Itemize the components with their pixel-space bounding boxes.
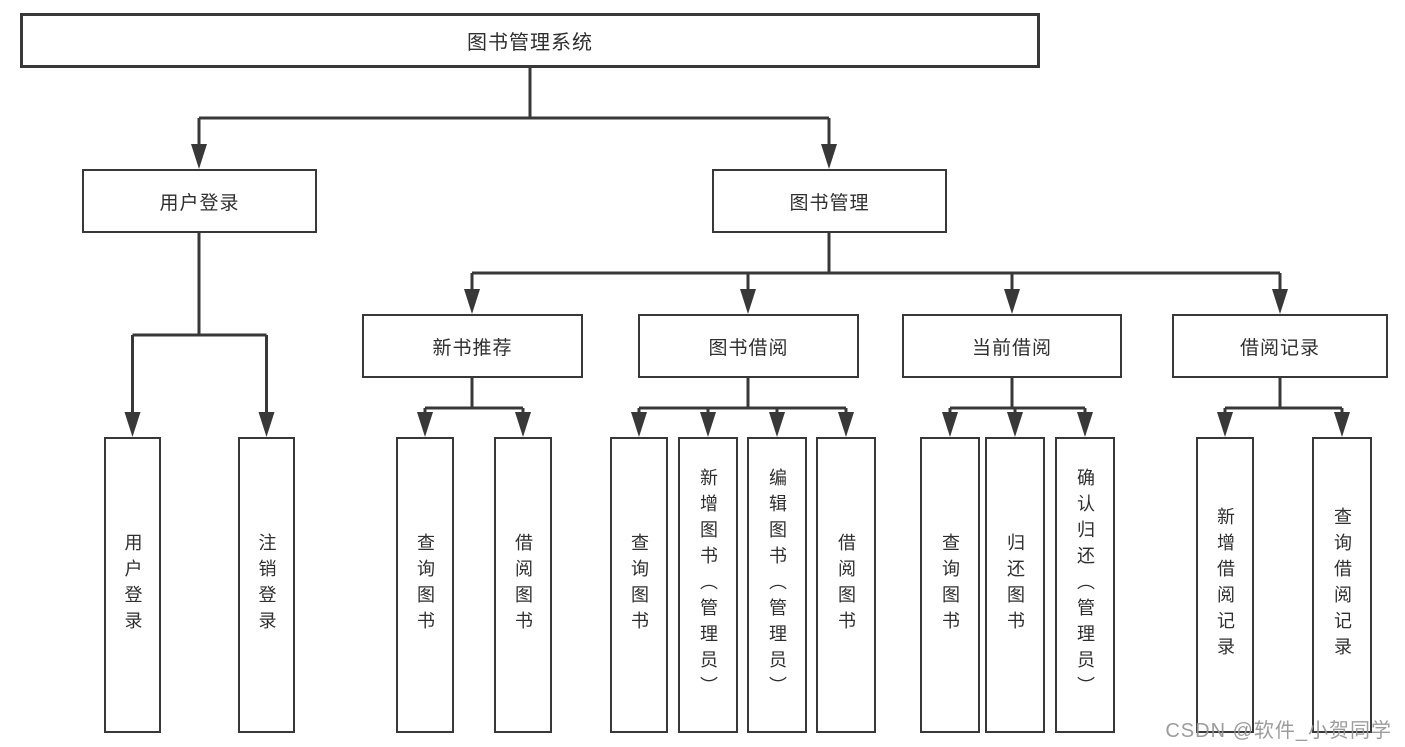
arrowhead (1077, 412, 1093, 437)
arrowheads (124, 144, 1350, 437)
arrowhead (740, 289, 756, 314)
arrowhead (1272, 289, 1288, 314)
arrowhead (942, 412, 958, 437)
node-current-borrow: 当前借阅 (902, 314, 1122, 378)
leaf-borrow-book-newbook: 借阅图书 (494, 437, 552, 733)
node-book-management: 图书管理 (712, 169, 947, 233)
leaf-confirm-return-admin: 确认归还（管理员） (1055, 437, 1115, 733)
leaf-add-book-admin: 新增图书（管理员） (678, 437, 738, 733)
arrowhead (769, 412, 785, 437)
arrowhead (1217, 412, 1233, 437)
arrowhead (464, 289, 480, 314)
node-borrow-records: 借阅记录 (1172, 314, 1388, 378)
leaf-query-book-current: 查询图书 (920, 437, 980, 733)
arrowhead (1007, 412, 1023, 437)
arrowhead (821, 144, 837, 169)
leaf-return-book: 归还图书 (985, 437, 1045, 733)
leaf-user-login: 用户登录 (104, 437, 161, 733)
arrowhead (417, 412, 433, 437)
arrowhead (631, 412, 647, 437)
leaf-query-book-borrow: 查询图书 (610, 437, 668, 733)
arrowhead (1334, 412, 1350, 437)
leaf-borrow-book: 借阅图书 (816, 437, 876, 733)
leaf-edit-book-admin: 编辑图书（管理员） (747, 437, 807, 733)
arrowhead (838, 412, 854, 437)
arrowhead (700, 412, 716, 437)
arrowhead (191, 144, 207, 169)
leaf-logout: 注销登录 (238, 437, 295, 733)
node-user-login: 用户登录 (82, 169, 317, 233)
node-new-book-recommend: 新书推荐 (362, 314, 583, 378)
node-book-borrow: 图书借阅 (638, 314, 859, 378)
arrowhead (515, 412, 531, 437)
leaf-query-book-newbook: 查询图书 (396, 437, 454, 733)
arrowhead (258, 412, 275, 437)
leaf-query-borrow-record: 查询借阅记录 (1312, 437, 1372, 733)
node-library-management-system: 图书管理系统 (20, 13, 1040, 68)
csdn-watermark: CSDN @软件_小贺同学 (1165, 720, 1392, 742)
leaf-add-borrow-record: 新增借阅记录 (1196, 437, 1254, 733)
arrowhead (1004, 289, 1020, 314)
arrowhead (124, 412, 141, 437)
